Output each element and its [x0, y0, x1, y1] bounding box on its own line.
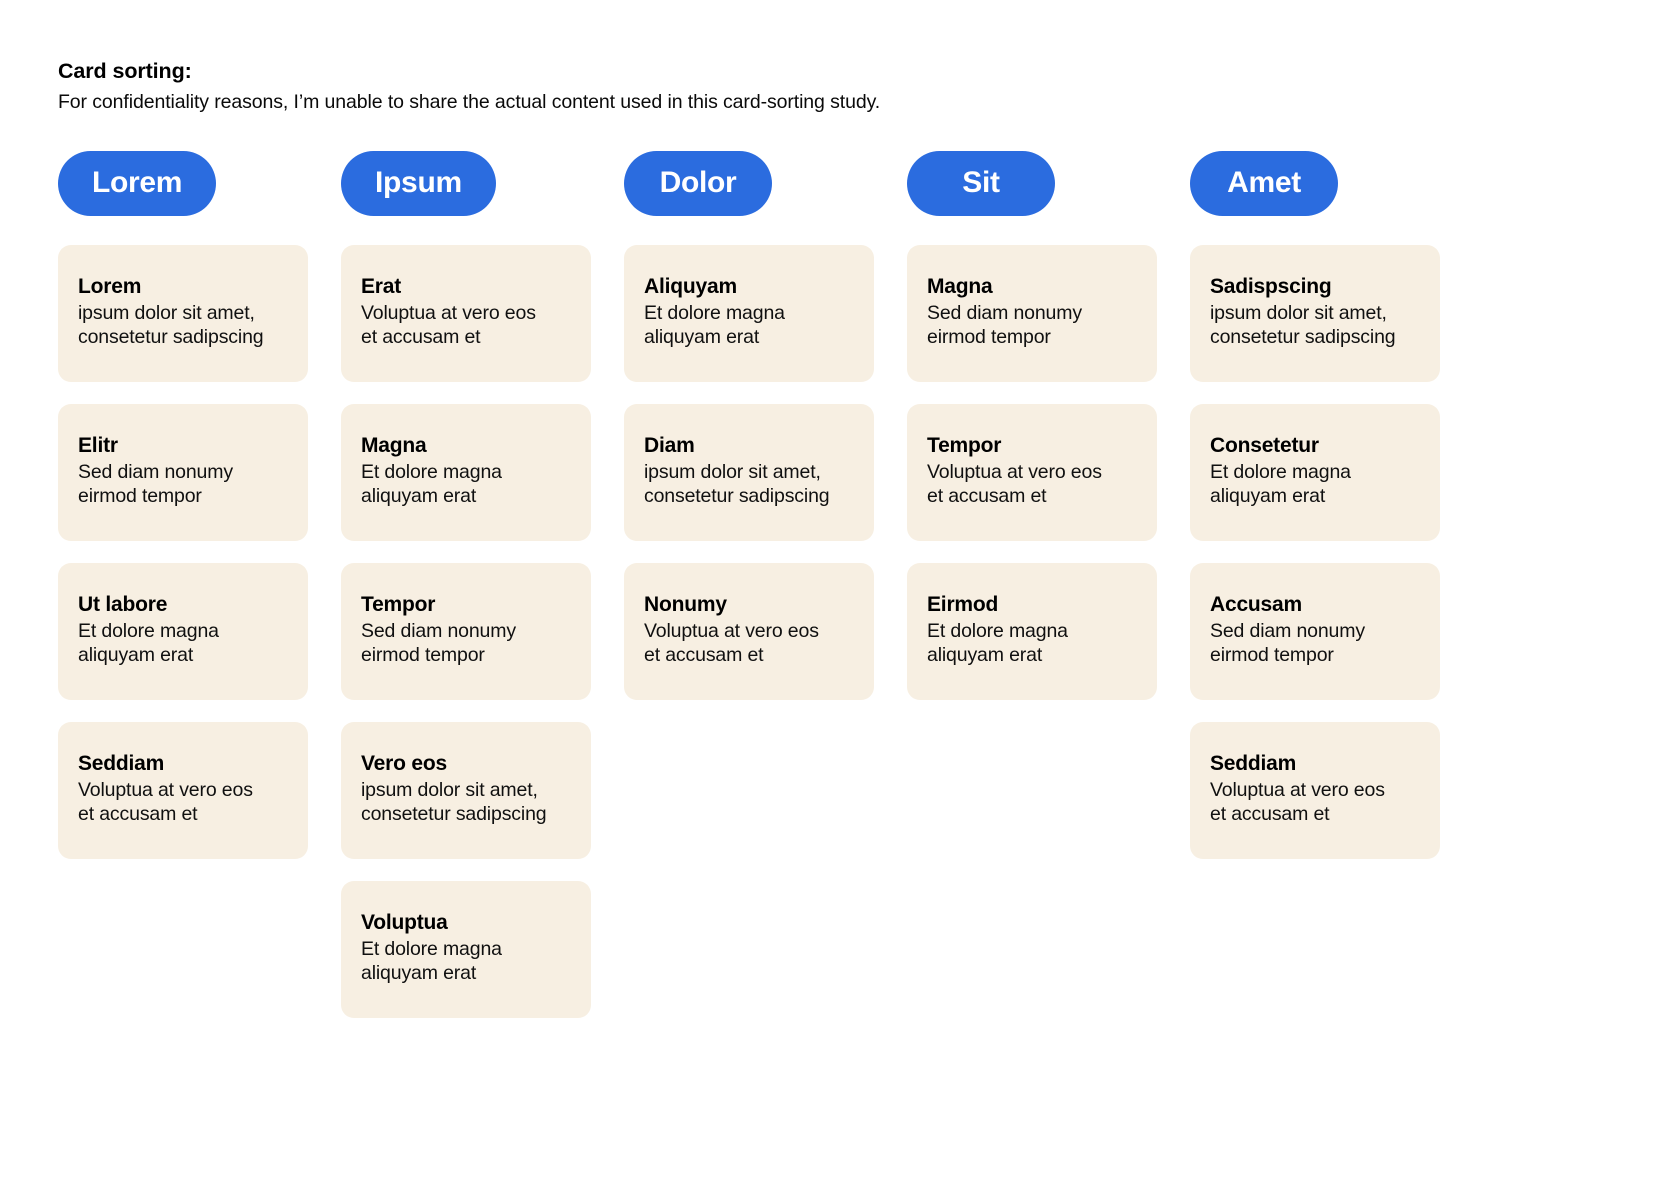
card-description: Voluptua at vero eos et accusam et [78, 778, 253, 825]
card-description: Voluptua at vero eos et accusam et [927, 460, 1102, 507]
page-subtitle: For confidentiality reasons, I’m unable … [58, 90, 881, 113]
page-header: Card sorting: For confidentiality reason… [58, 58, 1668, 115]
card-description: Voluptua at vero eos et accusam et [1210, 778, 1385, 825]
card-description: Sed diam nonumy eirmod tempor [927, 301, 1082, 348]
sort-card[interactable]: Diam ipsum dolor sit amet, consetetur sad… [624, 403, 874, 541]
category-pill-sit[interactable]: Sit [907, 150, 1055, 216]
card-description: Et dolore magna aliquyam erat [78, 619, 219, 666]
card-title: Accusam [1210, 592, 1302, 616]
sort-card[interactable]: Ut labore Et dolore magna aliquyam erat [58, 562, 308, 700]
card-title: Aliquyam [644, 274, 737, 298]
card-title: Seddiam [1210, 751, 1297, 775]
card-title: Sadispscing [1210, 274, 1332, 298]
card-description: Sed diam nonumy eirmod tempor [361, 619, 516, 666]
category-pill-amet[interactable]: Amet [1190, 150, 1338, 216]
card-stack: Lorem ipsum dolor sit amet, consetetur sa… [58, 244, 308, 859]
card-description: Sed diam nonumy eirmod tempor [78, 460, 233, 507]
card-title: Seddiam [78, 751, 165, 775]
sort-card[interactable]: Voluptua Et dolore magna aliquyam erat [341, 880, 591, 1018]
card-description: Et dolore magna aliquyam erat [644, 301, 785, 348]
card-title: Magna [361, 433, 427, 457]
sort-card[interactable]: Lorem ipsum dolor sit amet, consetetur sa… [58, 244, 308, 382]
card-title: Magna [927, 274, 993, 298]
card-title: Erat [361, 274, 402, 298]
card-stack: Sadispscing ipsum dolor sit amet, consete… [1190, 244, 1440, 859]
card-description: ipsum dolor sit amet, consetetur sadipsc… [1210, 301, 1396, 348]
category-pill-lorem[interactable]: Lorem [58, 150, 217, 216]
card-title: Diam [644, 433, 695, 457]
card-title: Nonumy [644, 592, 727, 616]
card-description: Et dolore magna aliquyam erat [927, 619, 1068, 666]
card-description: Sed diam nonumy eirmod tempor [1210, 619, 1365, 666]
card-title: Tempor [361, 592, 436, 616]
card-description: ipsum dolor sit amet, consetetur sadipsc… [361, 778, 547, 825]
card-title: Eirmod [927, 592, 999, 616]
sort-card[interactable]: Sadispscing ipsum dolor sit amet, consete… [1190, 244, 1440, 382]
card-description: ipsum dolor sit amet, consetetur sadipsc… [644, 460, 830, 507]
card-title: Voluptua [361, 910, 448, 934]
card-title: Ut labore [78, 592, 168, 616]
card-title: Lorem [78, 274, 142, 298]
card-title: Tempor [927, 433, 1002, 457]
card-description: Et dolore magna aliquyam erat [361, 460, 502, 507]
sort-card[interactable]: Eirmod Et dolore magna aliquyam erat [907, 562, 1157, 700]
card-title: Consetetur [1210, 433, 1319, 457]
card-description: ipsum dolor sit amet, consetetur sadipsc… [78, 301, 264, 348]
sort-card[interactable]: Vero eos ipsum dolor sit amet, consetetur… [341, 721, 591, 859]
category-pill-dolor[interactable]: Dolor [624, 150, 772, 216]
card-description: Et dolore magna aliquyam erat [1210, 460, 1351, 507]
sort-card[interactable]: Aliquyam Et dolore magna aliquyam erat [624, 244, 874, 382]
page-title: Card sorting: [58, 59, 192, 83]
card-title: Vero eos [361, 751, 447, 775]
card-description: Et dolore magna aliquyam erat [361, 937, 502, 984]
sort-card[interactable]: Magna Et dolore magna aliquyam erat [341, 403, 591, 541]
card-description: Voluptua at vero eos et accusam et [361, 301, 536, 348]
card-description: Voluptua at vero eos et accusam et [644, 619, 819, 666]
sort-card[interactable]: Consetetur Et dolore magna aliquyam erat [1190, 403, 1440, 541]
card-title: Elitr [78, 433, 118, 457]
category-pill-ipsum[interactable]: Ipsum [341, 150, 496, 216]
